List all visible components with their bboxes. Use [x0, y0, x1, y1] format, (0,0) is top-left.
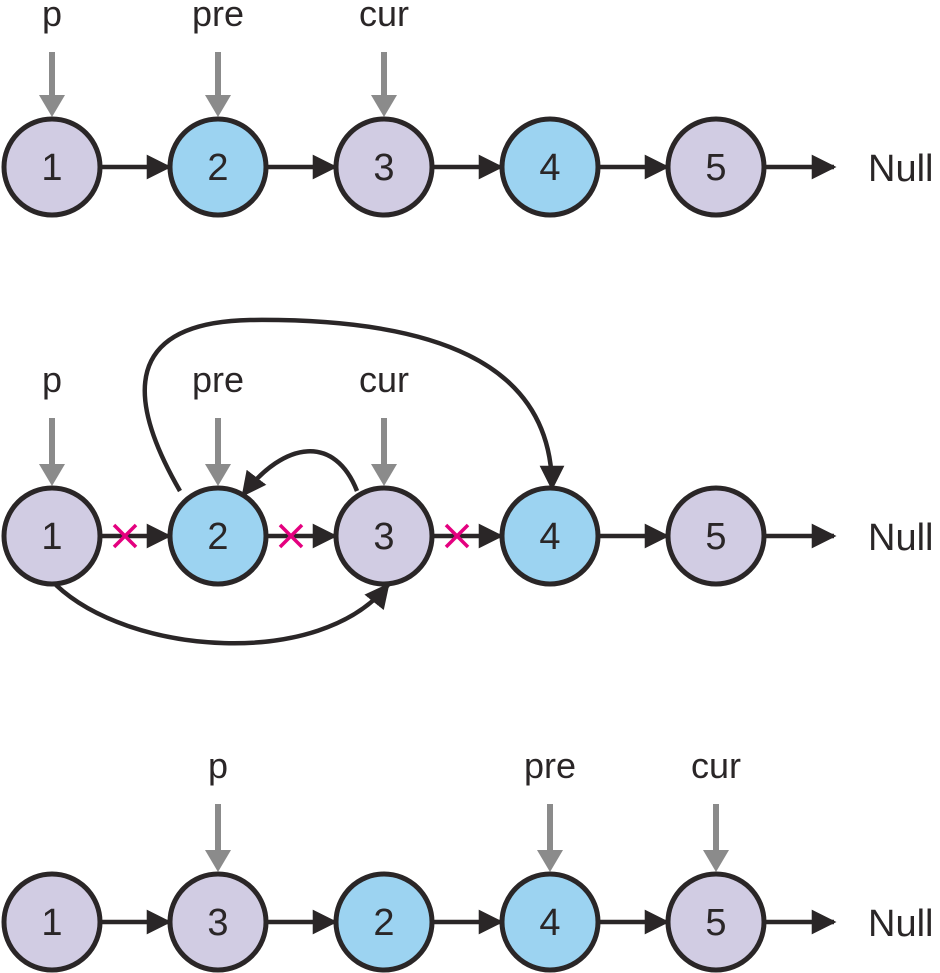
pointer-label: cur	[359, 359, 409, 400]
node-label: 5	[705, 516, 726, 558]
list-node: 3	[333, 485, 435, 587]
null-label: Null	[868, 517, 933, 559]
node-circle	[665, 871, 767, 973]
pointer-p: p	[39, 0, 65, 117]
node-circle	[499, 485, 601, 587]
node-label: 5	[705, 147, 726, 189]
pointer-p: p	[39, 359, 65, 486]
cut-mark-icon	[444, 523, 470, 549]
pointer-label: p	[42, 0, 62, 34]
cut-mark-icon	[278, 523, 304, 549]
pointer-arrow-head-icon	[39, 464, 65, 486]
list-node: 4	[499, 116, 601, 218]
pointer-arrow-head-icon	[703, 850, 729, 872]
node-label: 3	[373, 147, 394, 189]
pointer-label: cur	[359, 0, 409, 34]
list-node: 5	[665, 485, 767, 587]
node-label: 3	[373, 516, 394, 558]
list-node: 4	[499, 871, 601, 973]
list-node: 2	[167, 116, 269, 218]
list-node: 1	[1, 871, 103, 973]
list-node: 1	[1, 485, 103, 587]
pointer-p: p	[205, 745, 231, 872]
pointer-arrow-head-icon	[205, 464, 231, 486]
node-circle	[665, 485, 767, 587]
pointer-label: pre	[192, 359, 244, 400]
null-label: Null	[868, 148, 933, 190]
pointer-arrow-head-icon	[371, 464, 397, 486]
node-label: 1	[41, 902, 62, 944]
node-circle	[665, 116, 767, 218]
pointer-arrow-head-icon	[205, 95, 231, 117]
pointer-arrow-head-icon	[537, 850, 563, 872]
list-node: 1	[1, 116, 103, 218]
node-circle	[167, 485, 269, 587]
node-label: 5	[705, 902, 726, 944]
pointer-pre: pre	[192, 359, 244, 486]
pointer-label: p	[208, 745, 228, 786]
null-label: Null	[868, 903, 933, 945]
list-node: 2	[167, 485, 269, 587]
node-label: 2	[207, 147, 228, 189]
pointer-cur: cur	[691, 745, 741, 872]
node-circle	[333, 871, 435, 973]
node-label: 4	[539, 516, 560, 558]
node-circle	[499, 871, 601, 973]
list-node: 4	[499, 485, 601, 587]
pointer-label: cur	[691, 745, 741, 786]
node-label: 4	[539, 902, 560, 944]
new-link-arrow	[241, 449, 360, 497]
node-circle	[1, 485, 103, 587]
node-label: 1	[41, 516, 62, 558]
pointer-label: pre	[524, 745, 576, 786]
pointer-label: p	[42, 359, 62, 400]
pointer-label: pre	[192, 0, 244, 34]
new-link-arrow	[142, 317, 565, 493]
list-node: 2	[333, 871, 435, 973]
node-label: 4	[539, 147, 560, 189]
list-node: 5	[665, 871, 767, 973]
node-label: 1	[41, 147, 62, 189]
node-circle	[167, 871, 269, 973]
pointer-arrow-head-icon	[39, 95, 65, 117]
node-circle	[499, 116, 601, 218]
pointer-cur: cur	[359, 359, 409, 486]
pointer-cur: cur	[359, 0, 409, 117]
node-label: 2	[373, 902, 394, 944]
node-circle	[1, 871, 103, 973]
list-node: 3	[167, 871, 269, 973]
pointer-pre: pre	[192, 0, 244, 117]
pointer-arrow-head-icon	[371, 95, 397, 117]
list-node: 5	[665, 116, 767, 218]
node-circle	[333, 116, 435, 218]
pointer-arrow-head-icon	[205, 850, 231, 872]
node-label: 3	[207, 902, 228, 944]
pointer-pre: pre	[524, 745, 576, 872]
node-circle	[1, 116, 103, 218]
cut-mark-icon	[112, 523, 138, 549]
new-link-arrow	[54, 583, 390, 646]
list-node: 3	[333, 116, 435, 218]
node-circle	[333, 485, 435, 587]
node-circle	[167, 116, 269, 218]
node-label: 2	[207, 516, 228, 558]
